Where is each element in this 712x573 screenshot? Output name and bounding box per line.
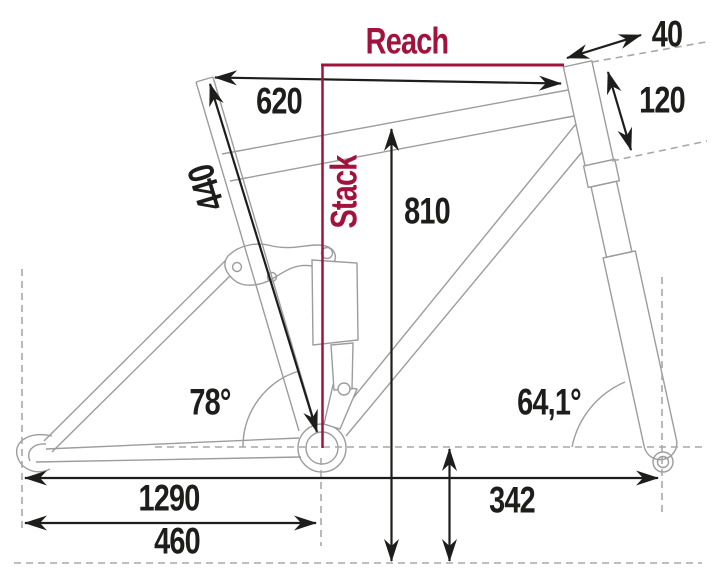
shock-shaft [330, 342, 354, 391]
front-axle [652, 451, 674, 473]
reach-stack-lines [321, 63, 564, 448]
chainstay [35, 437, 302, 463]
fork [582, 158, 678, 473]
shock-body [311, 259, 359, 346]
top-tube-620-arrow [214, 70, 562, 91]
spacer-40-arrow [566, 33, 642, 60]
head-angle-arc [571, 381, 626, 448]
dim-standover-810: 810 [404, 190, 451, 232]
stack-label: Stack [323, 155, 365, 229]
dim-spacers-40: 40 [651, 13, 683, 55]
angle-head-tube-641: 64,1° [517, 381, 582, 423]
angle-seat-tube-78: 78° [189, 381, 231, 423]
dim-top-tube-620: 620 [256, 80, 303, 122]
measurement-arrows [24, 33, 659, 562]
seat-stay [43, 255, 241, 453]
dim-rear-center-460: 460 [154, 520, 201, 562]
dim-bb-height-342: 342 [489, 479, 536, 521]
dim-head-tube-120: 120 [639, 79, 686, 121]
head-bottom-extension [611, 140, 708, 162]
guide-lines [14, 41, 708, 564]
head-top-extension [591, 41, 707, 63]
head-tube [562, 59, 615, 167]
seat-angle-arc [242, 370, 300, 448]
head-tube-120-arrow [606, 71, 633, 151]
rear-shock [311, 259, 359, 430]
seat-tube-440-arrow [208, 83, 319, 433]
shock-eyelet [337, 382, 351, 396]
dim-wheelbase-1290: 1290 [138, 477, 200, 519]
reach-label: Reach [365, 20, 450, 62]
